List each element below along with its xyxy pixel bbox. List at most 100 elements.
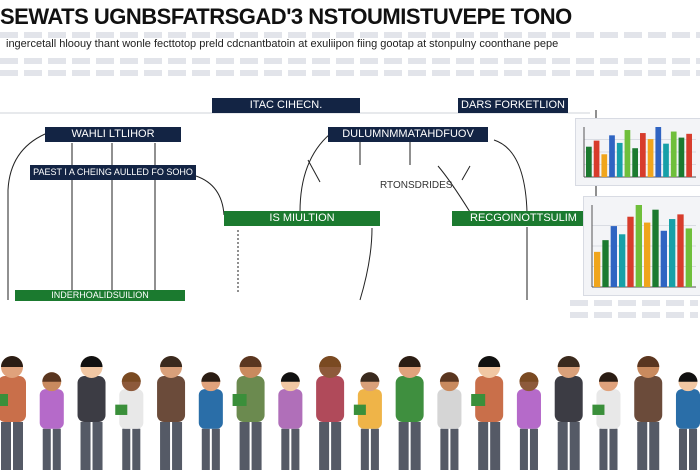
person-body: [198, 389, 223, 429]
chart-panel-bottom: [583, 196, 700, 296]
chart-bar: [670, 131, 677, 177]
person-body: [437, 389, 462, 429]
chart-bar: [685, 228, 692, 287]
person-leg: [360, 428, 369, 470]
chart-bar: [635, 205, 642, 287]
person-leg: [42, 428, 51, 470]
chart-bar: [686, 133, 692, 177]
chart-panel-top: [575, 118, 700, 186]
person-leg: [92, 422, 103, 470]
person-body: [316, 376, 345, 422]
person-figure: [437, 372, 462, 470]
person-leg: [557, 422, 568, 470]
person-figure: [395, 356, 424, 470]
chart-bar: [640, 133, 646, 177]
person-body: [357, 389, 382, 429]
person-hair: [280, 372, 300, 382]
chart-bar: [609, 135, 615, 177]
person-leg: [331, 422, 342, 470]
person-hair: [239, 356, 262, 367]
chart-bar: [593, 140, 600, 177]
person-hair: [319, 356, 342, 367]
faint-text-line: [0, 32, 700, 38]
chart-bar: [647, 139, 654, 177]
person-body: [596, 389, 621, 429]
person-held-object: [0, 394, 8, 406]
chart-bar: [602, 240, 609, 287]
person-leg: [490, 422, 501, 470]
person-leg: [519, 428, 528, 470]
person-leg: [370, 428, 379, 470]
person-leg: [1, 422, 11, 470]
person-hair: [201, 372, 221, 382]
person-leg: [410, 422, 421, 470]
person-body: [236, 376, 265, 422]
person-body: [39, 389, 64, 429]
person-figure: [0, 356, 26, 470]
chart-bar: [663, 143, 669, 177]
person-leg: [478, 422, 489, 470]
node-green-bottom: INDERHOALIDSUILION: [15, 290, 185, 301]
chart-bar: [601, 154, 608, 177]
person-body: [157, 376, 186, 422]
node-green-center: IS MIULTION: [224, 211, 380, 226]
chart-bar: [652, 209, 659, 287]
person-leg: [569, 422, 580, 470]
person-leg: [599, 428, 608, 470]
person-hair: [478, 356, 501, 367]
chart-bar: [594, 251, 601, 287]
person-leg: [319, 422, 330, 470]
person-held-object: [353, 404, 366, 415]
person-figure: [675, 372, 700, 470]
faint-text-line: [570, 312, 698, 318]
floating-label: RTONSDRIDES.: [380, 180, 456, 191]
person-figure: [39, 372, 64, 470]
person-leg: [440, 428, 449, 470]
chart-bar: [632, 148, 638, 177]
person-leg: [122, 428, 131, 470]
person-leg: [132, 428, 141, 470]
person-figure: [634, 356, 663, 470]
person-leg: [637, 422, 648, 470]
node-mid-left: WAHLI LTLIHOR: [45, 127, 181, 142]
person-hair: [1, 356, 23, 367]
person-body: [77, 376, 106, 422]
person-held-object: [232, 394, 247, 406]
person-body: [395, 376, 424, 422]
person-leg: [172, 422, 183, 470]
node-top-center: ITAC CIHECN.: [212, 98, 360, 113]
chart-top: [583, 127, 696, 178]
person-figure: [592, 372, 621, 470]
person-figure: [554, 356, 583, 470]
faint-text-line: [570, 300, 698, 306]
person-leg: [281, 428, 290, 470]
person-hair: [398, 356, 421, 367]
chart-bar: [644, 222, 651, 287]
person-body: [475, 376, 504, 422]
person-body: [675, 389, 700, 429]
chart-bar: [619, 234, 626, 287]
chart-bar: [678, 137, 685, 177]
chart-bottom: [591, 205, 696, 288]
person-body: [278, 389, 303, 429]
person-leg: [160, 422, 171, 470]
node-mid-center: DULUMNMMATAHDFUOV: [328, 127, 488, 142]
faint-text-line: [0, 70, 700, 76]
person-body: [0, 376, 26, 422]
person-figure: [157, 356, 186, 470]
person-hair: [80, 356, 103, 367]
person-leg: [689, 428, 698, 470]
person-body: [554, 376, 583, 422]
person-body: [119, 389, 144, 429]
page-title: SEWATS UGNBSFATRSGAD'3 NSTOUMISTUVEPE TO…: [0, 4, 572, 29]
person-hair: [121, 372, 141, 382]
node-green-right: RECGOINOTTSULIM: [452, 211, 595, 226]
people-illustration: [0, 356, 700, 470]
person-leg: [13, 422, 23, 470]
chart-bar: [610, 226, 617, 287]
person-figure: [316, 356, 345, 470]
person-hair: [599, 372, 618, 382]
chart-bar: [669, 219, 676, 287]
chart-bar: [616, 142, 623, 177]
chart-bar: [624, 130, 631, 177]
